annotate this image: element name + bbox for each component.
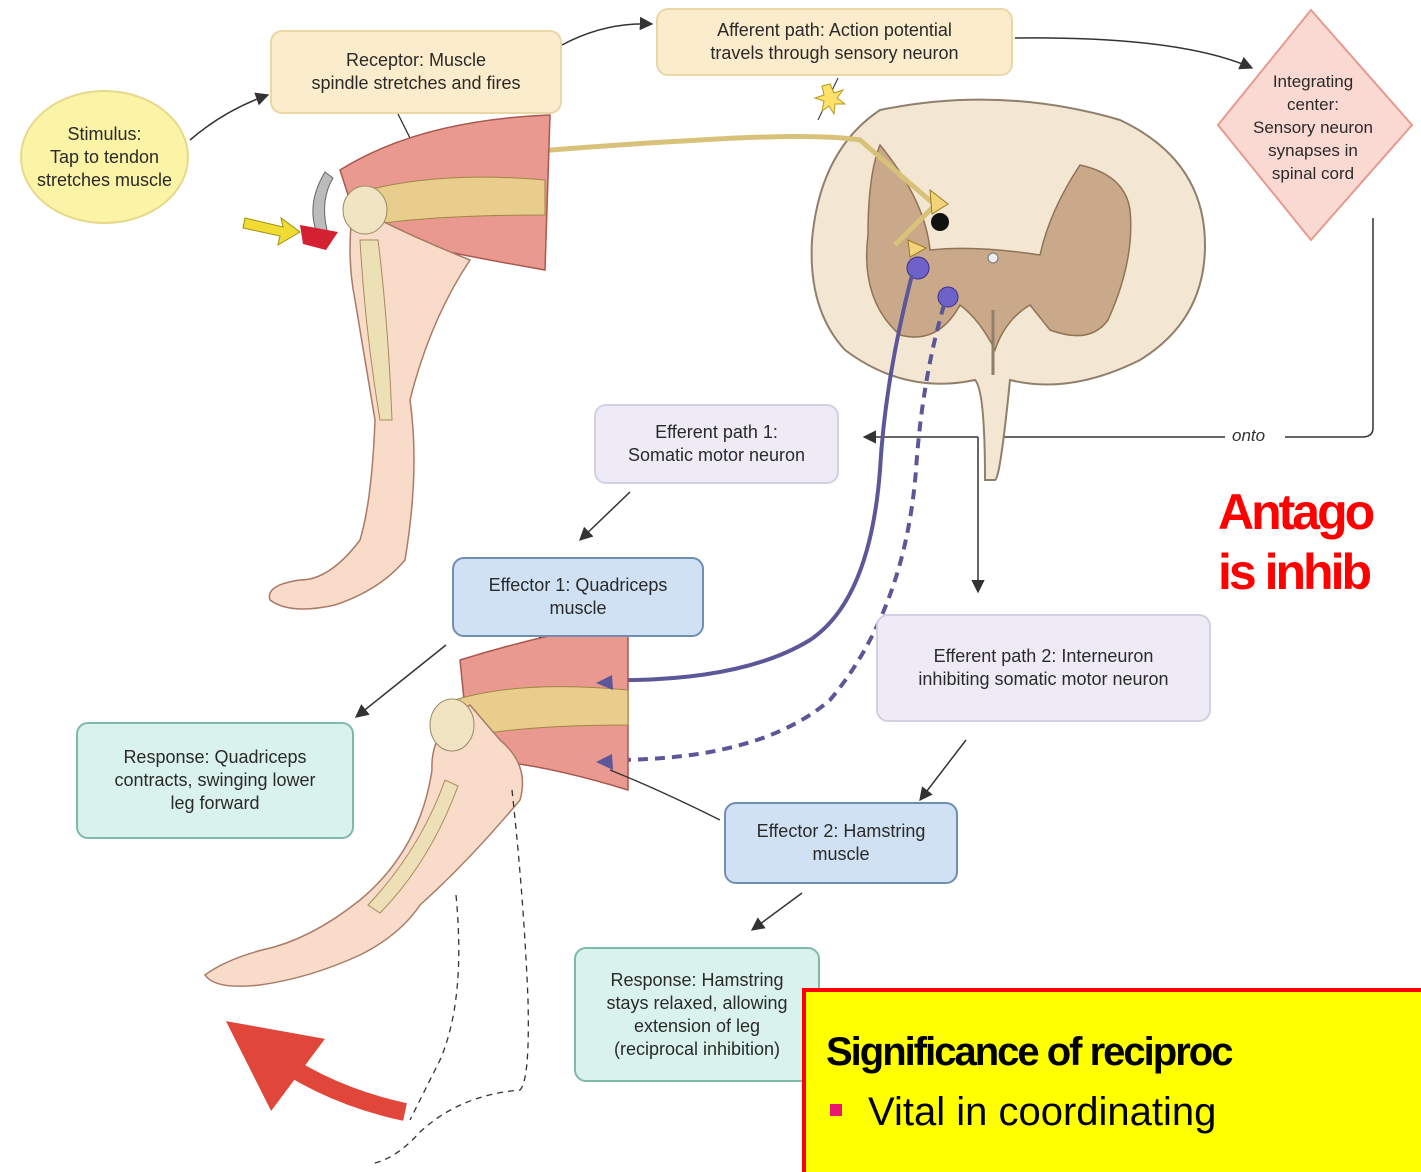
afferent-path-box: Afferent path: Action potential travels … xyxy=(656,8,1013,76)
efferent-path-2-box: Efferent path 2: Interneuron inhibiting … xyxy=(876,614,1211,722)
stimulus-label: Stimulus: Tap to tendon stretches muscle xyxy=(20,90,189,224)
arrow-effector2-response2 xyxy=(752,893,802,930)
arrow-efferent2-effector2 xyxy=(920,740,966,800)
significance-title: Significance of reciproc xyxy=(826,1030,1231,1075)
onto-label: onto xyxy=(1232,426,1265,446)
antagonist-overlay-text: Antago is inhib xyxy=(1218,482,1421,602)
motor-neuron-2 xyxy=(938,287,958,307)
antagonist-line-1: Antago xyxy=(1218,482,1421,542)
arrow-receptor-afferent xyxy=(562,24,652,45)
arrow-integrating-onto xyxy=(1285,218,1373,437)
swing-arrow xyxy=(262,1048,405,1112)
significance-bullet-text: Vital in coordinating xyxy=(868,1090,1216,1134)
spinal-cord xyxy=(812,100,1205,480)
leg-illustration-upper xyxy=(243,115,550,609)
action-potential-star xyxy=(815,84,845,114)
effector-1-box: Effector 1: Quadriceps muscle xyxy=(452,557,704,637)
arrow-effector1-response1 xyxy=(356,645,446,717)
arrow-efferent1-effector1 xyxy=(580,492,630,540)
receptor-box: Receptor: Muscle spindle stretches and f… xyxy=(270,30,562,114)
response-2-box: Response: Hamstring stays relaxed, allow… xyxy=(574,947,820,1082)
integrating-center-label: Integrating center: Sensory neuron synap… xyxy=(1233,57,1393,197)
response-1-box: Response: Quadriceps contracts, swinging… xyxy=(76,722,354,839)
antagonist-line-2: is inhib xyxy=(1218,542,1421,602)
efferent-path-1-box: Efferent path 1: Somatic motor neuron xyxy=(594,404,839,484)
interneuron-cell xyxy=(931,213,949,231)
bullet-icon xyxy=(830,1104,842,1116)
arrow-stimulus-receptor xyxy=(190,95,268,140)
effector-2-box: Effector 2: Hamstring muscle xyxy=(724,802,958,884)
significance-bullet: Vital in coordinating xyxy=(830,1090,1216,1135)
significance-callout: Significance of reciproc Vital in coordi… xyxy=(802,988,1421,1172)
arrow-afferent-integrating xyxy=(1015,38,1252,68)
